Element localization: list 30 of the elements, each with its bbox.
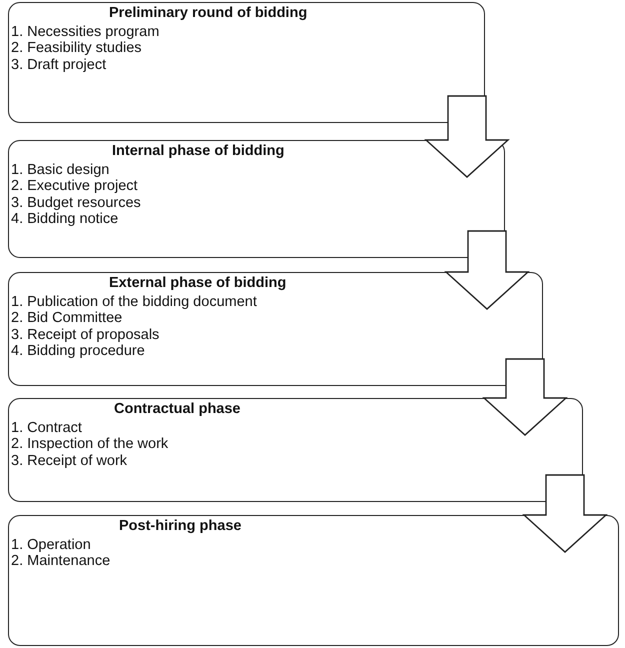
phase-heading: Post-hiring phase xyxy=(119,518,242,535)
list-item: 1. Basic design xyxy=(11,162,110,178)
phase-heading: External phase of bidding xyxy=(109,275,286,292)
block-arrow xyxy=(482,358,568,436)
list-item: 3. Receipt of proposals xyxy=(11,326,160,344)
phase-heading: Internal phase of bidding xyxy=(112,143,284,160)
phase-box xyxy=(8,2,485,123)
list-item: 2. Inspection of the work xyxy=(11,436,168,453)
list-item: 2. Feasibility studies xyxy=(11,40,142,57)
block-arrow xyxy=(522,474,608,553)
list-item: 1. Operation xyxy=(11,536,91,554)
list-item: 3. Receipt of work xyxy=(11,452,128,470)
phase-box xyxy=(8,398,583,502)
phase-box xyxy=(8,272,543,386)
list-item: 2. Bid Committee xyxy=(11,310,122,327)
list-item: 4. Bidding procedure xyxy=(11,343,145,360)
list-item: 2. Executive project xyxy=(11,178,138,195)
list-item: 3. Draft project xyxy=(11,56,106,74)
phase-box xyxy=(8,515,619,646)
phase-box xyxy=(8,140,505,258)
block-arrow xyxy=(424,95,510,178)
list-item: 1. Publication of the bidding document xyxy=(11,294,257,310)
phase-heading: Contractual phase xyxy=(114,401,240,418)
list-item: 2. Maintenance xyxy=(11,553,110,570)
list-item: 3. Budget resources xyxy=(11,194,141,212)
list-item: 1. Contract xyxy=(11,420,82,436)
block-arrow xyxy=(444,230,530,310)
list-item: 4. Bidding notice xyxy=(11,211,118,228)
phase-heading: Preliminary round of bidding xyxy=(109,5,308,22)
list-item: 1. Necessities program xyxy=(11,24,160,40)
